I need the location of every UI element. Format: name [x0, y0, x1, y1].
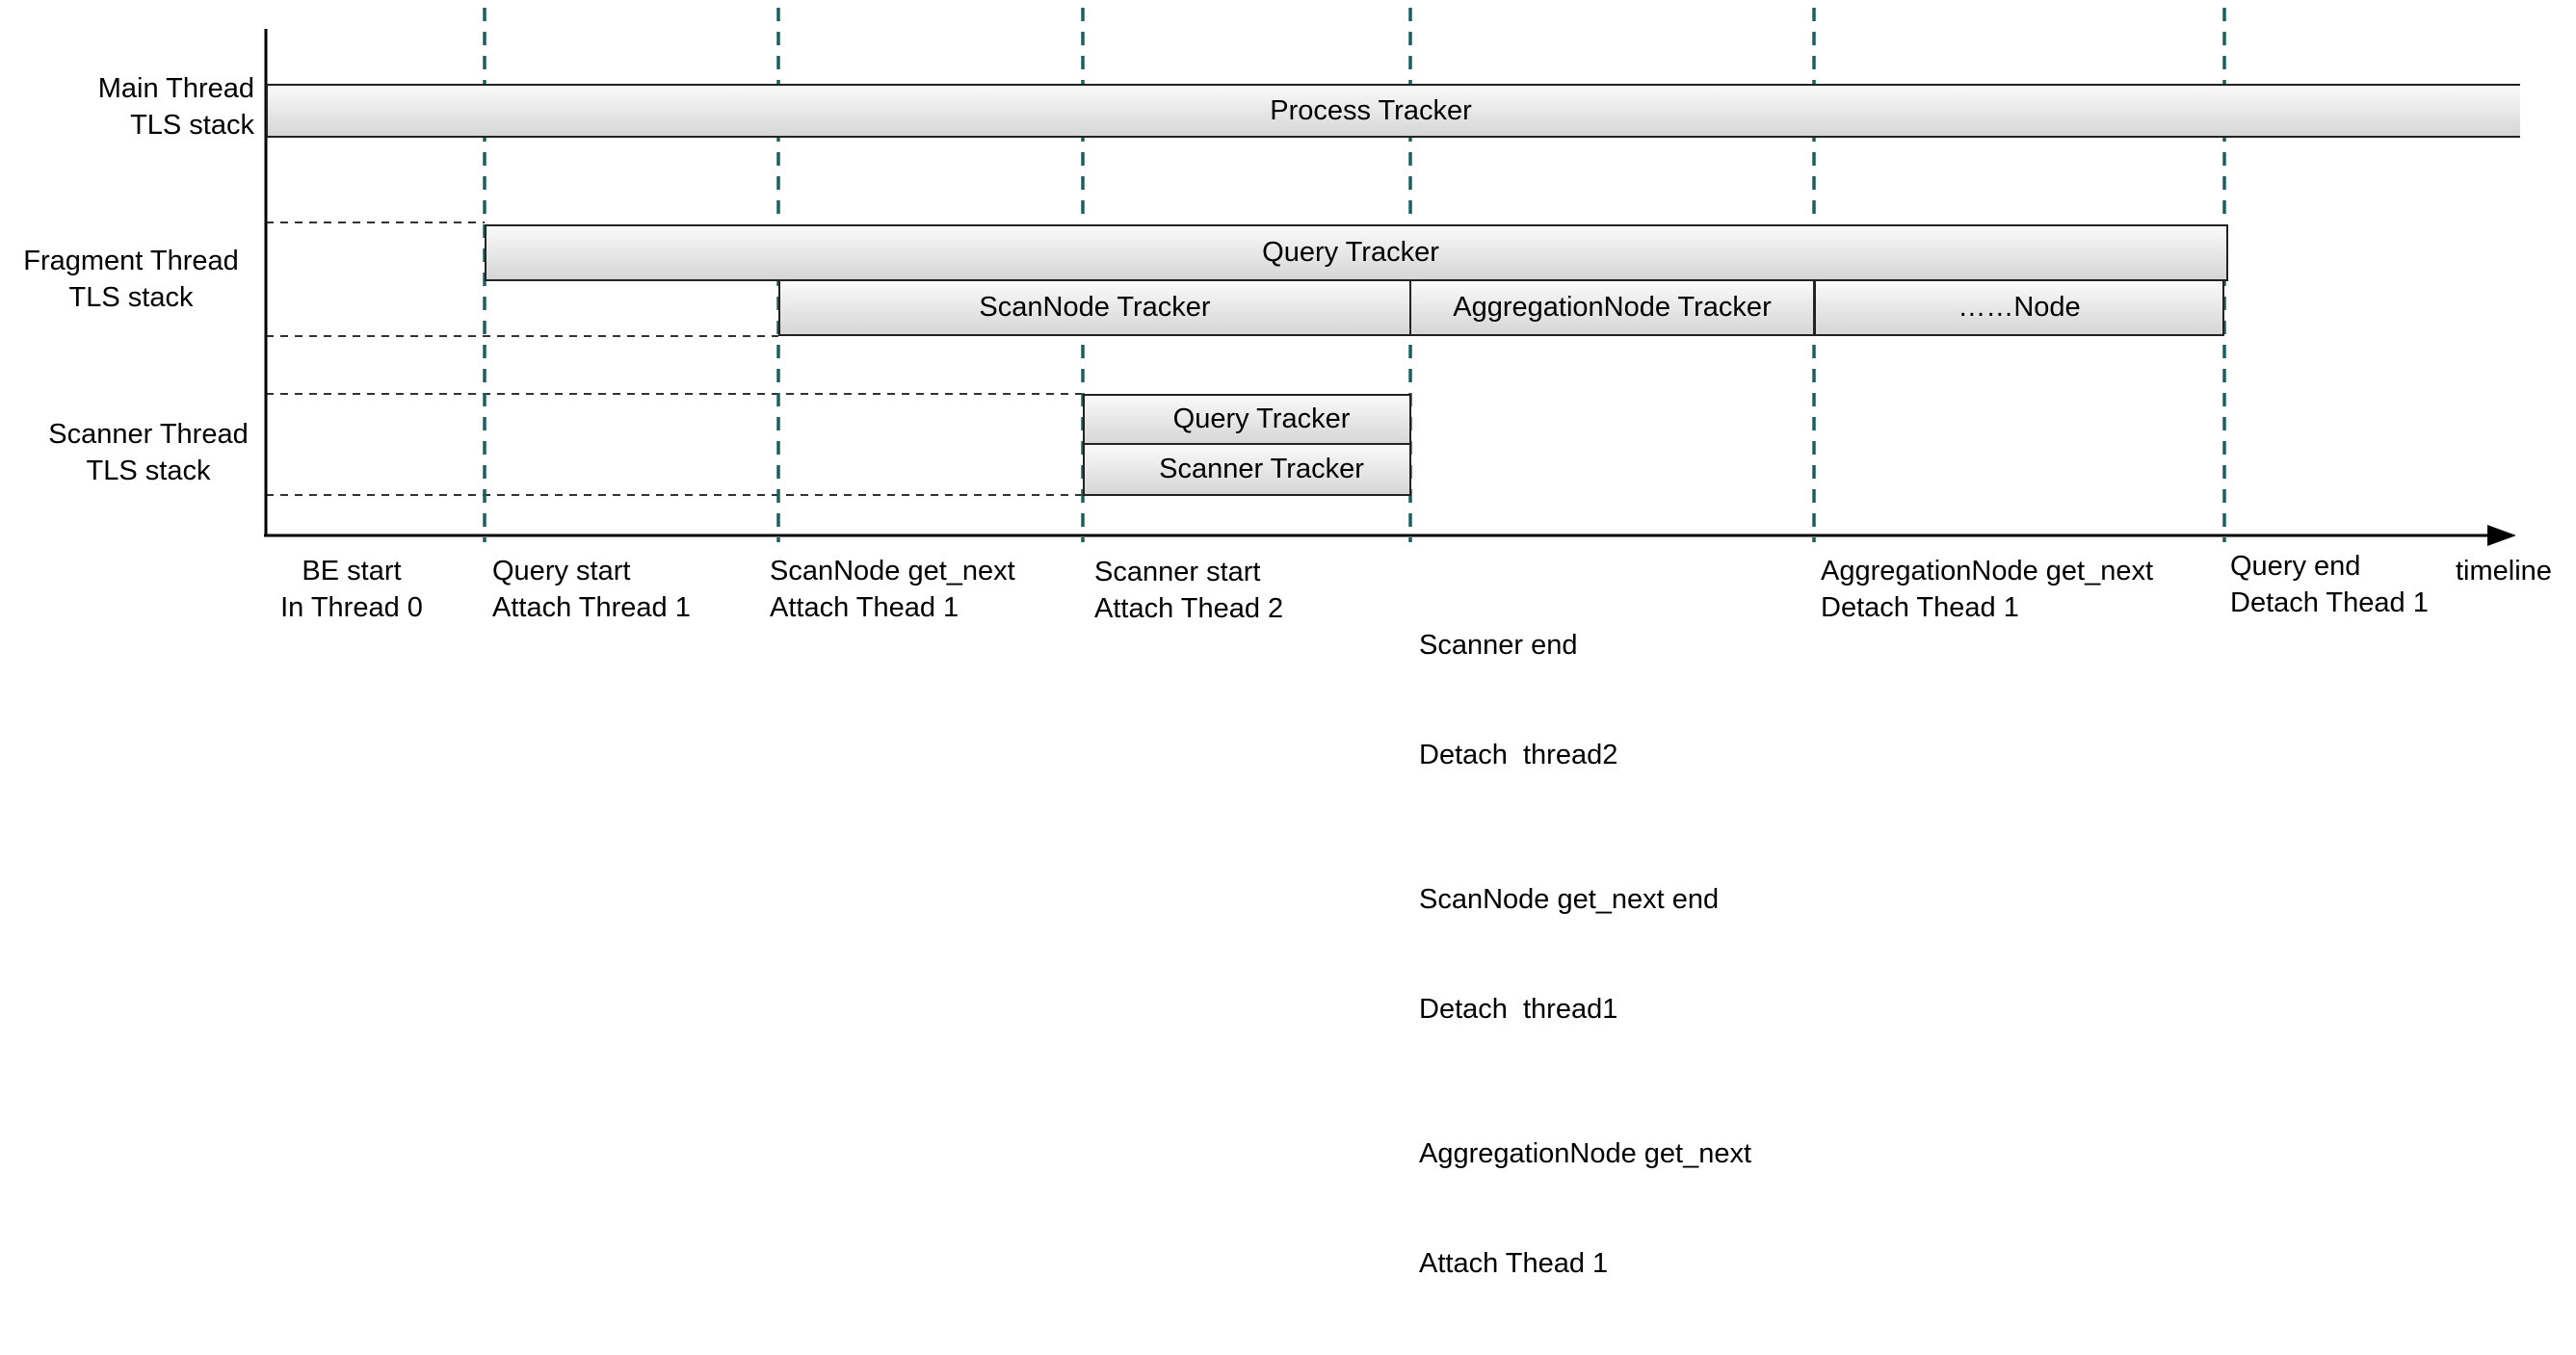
- event-label-be-start-line2: In Thread 0: [280, 592, 423, 623]
- event-label-be-start: BE start In Thread 0: [262, 553, 441, 626]
- event-label-aggregation-get-next-line2: Detach Thead 1: [1821, 592, 2019, 623]
- event-label-query-start-line2: Attach Thread 1: [492, 592, 691, 623]
- event-label-scannode-get-next-line2: Attach Thead 1: [770, 592, 959, 623]
- timeline-arrowhead: [2487, 525, 2516, 546]
- event-label-scannode-end-line2: Detach thread1: [1419, 994, 1618, 1025]
- row-label-scanner-line1: Scanner Thread: [48, 419, 249, 450]
- timeline-axis-label: timeline: [2456, 556, 2552, 586]
- event-label-scanner-start-line1: Scanner start: [1094, 557, 1261, 587]
- event-label-aggregation-get-next: AggregationNode get_next Detach Thead 1: [1821, 553, 2153, 626]
- event-label-scannode-get-next: ScanNode get_next Attach Thead 1: [770, 553, 1015, 626]
- aggregationnode-tracker-bar: AggregationNode Tracker: [1409, 279, 1815, 336]
- row-label-scanner-thread: Scanner Thread TLS stack: [31, 416, 266, 489]
- event-label-scannode-get-next-line1: ScanNode get_next: [770, 556, 1015, 586]
- process-tracker-bar: Process Tracker: [266, 84, 2520, 138]
- row-label-fragment-line2: TLS stack: [68, 282, 194, 313]
- event-label-scanner-end: Scanner end Detach thread2 ScanNode get_…: [1419, 554, 1751, 1355]
- othernode-tracker-bar: ……Node: [1814, 279, 2224, 336]
- event-label-be-start-line1: BE start: [302, 556, 402, 586]
- aggregationnode-tracker-label: AggregationNode Tracker: [1453, 292, 1772, 323]
- scanner-tracker-label: Scanner Tracker: [1159, 454, 1364, 484]
- row-label-fragment-line1: Fragment Thread: [23, 246, 239, 276]
- event-label-scanner-end-line1: Scanner end: [1419, 630, 1578, 661]
- event-label-aggregation-attach-line2: Attach Thead 1: [1419, 1248, 1609, 1279]
- row-label-fragment-thread: Fragment Thread TLS stack: [0, 243, 262, 316]
- query-tracker-fragment-label: Query Tracker: [1262, 237, 1439, 268]
- event-label-scanner-end-line2: Detach thread2: [1419, 740, 1618, 770]
- row-label-main-line2: TLS stack: [130, 110, 254, 141]
- query-tracker-bar-scanner: Query Tracker: [1083, 394, 1411, 445]
- row-label-scanner-line2: TLS stack: [86, 456, 211, 486]
- query-tracker-bar-fragment: Query Tracker: [485, 224, 2228, 281]
- event-label-scannode-end-line1: ScanNode get_next end: [1419, 884, 1720, 915]
- event-label-query-start-line1: Query start: [492, 556, 631, 586]
- row-label-main-line1: Main Thread: [97, 73, 254, 104]
- othernode-tracker-label: ……Node: [1958, 292, 2081, 323]
- row-label-main-thread: Main Thread TLS stack: [98, 70, 254, 143]
- thread-tracker-timeline-diagram: Main Thread TLS stack Fragment Thread TL…: [0, 8, 2552, 1279]
- event-label-query-end-line2: Detach Thead 1: [2230, 587, 2429, 618]
- scannode-tracker-label: ScanNode Tracker: [979, 292, 1211, 323]
- scannode-tracker-bar: ScanNode Tracker: [778, 279, 1411, 336]
- scanner-tracker-bar: Scanner Tracker: [1083, 443, 1411, 496]
- event-label-aggregation-attach-line1: AggregationNode get_next: [1419, 1138, 1752, 1169]
- event-label-scanner-start-line2: Attach Thead 2: [1094, 593, 1284, 624]
- event-label-scanner-start: Scanner start Attach Thead 2: [1094, 554, 1283, 627]
- event-label-query-start: Query start Attach Thread 1: [492, 553, 691, 626]
- event-label-query-end-line1: Query end: [2230, 551, 2361, 582]
- event-label-query-end: Query end Detach Thead 1: [2230, 548, 2429, 621]
- query-tracker-scanner-label: Query Tracker: [1172, 404, 1351, 434]
- process-tracker-label: Process Tracker: [1270, 94, 1472, 126]
- event-label-aggregation-get-next-line1: AggregationNode get_next: [1821, 556, 2154, 586]
